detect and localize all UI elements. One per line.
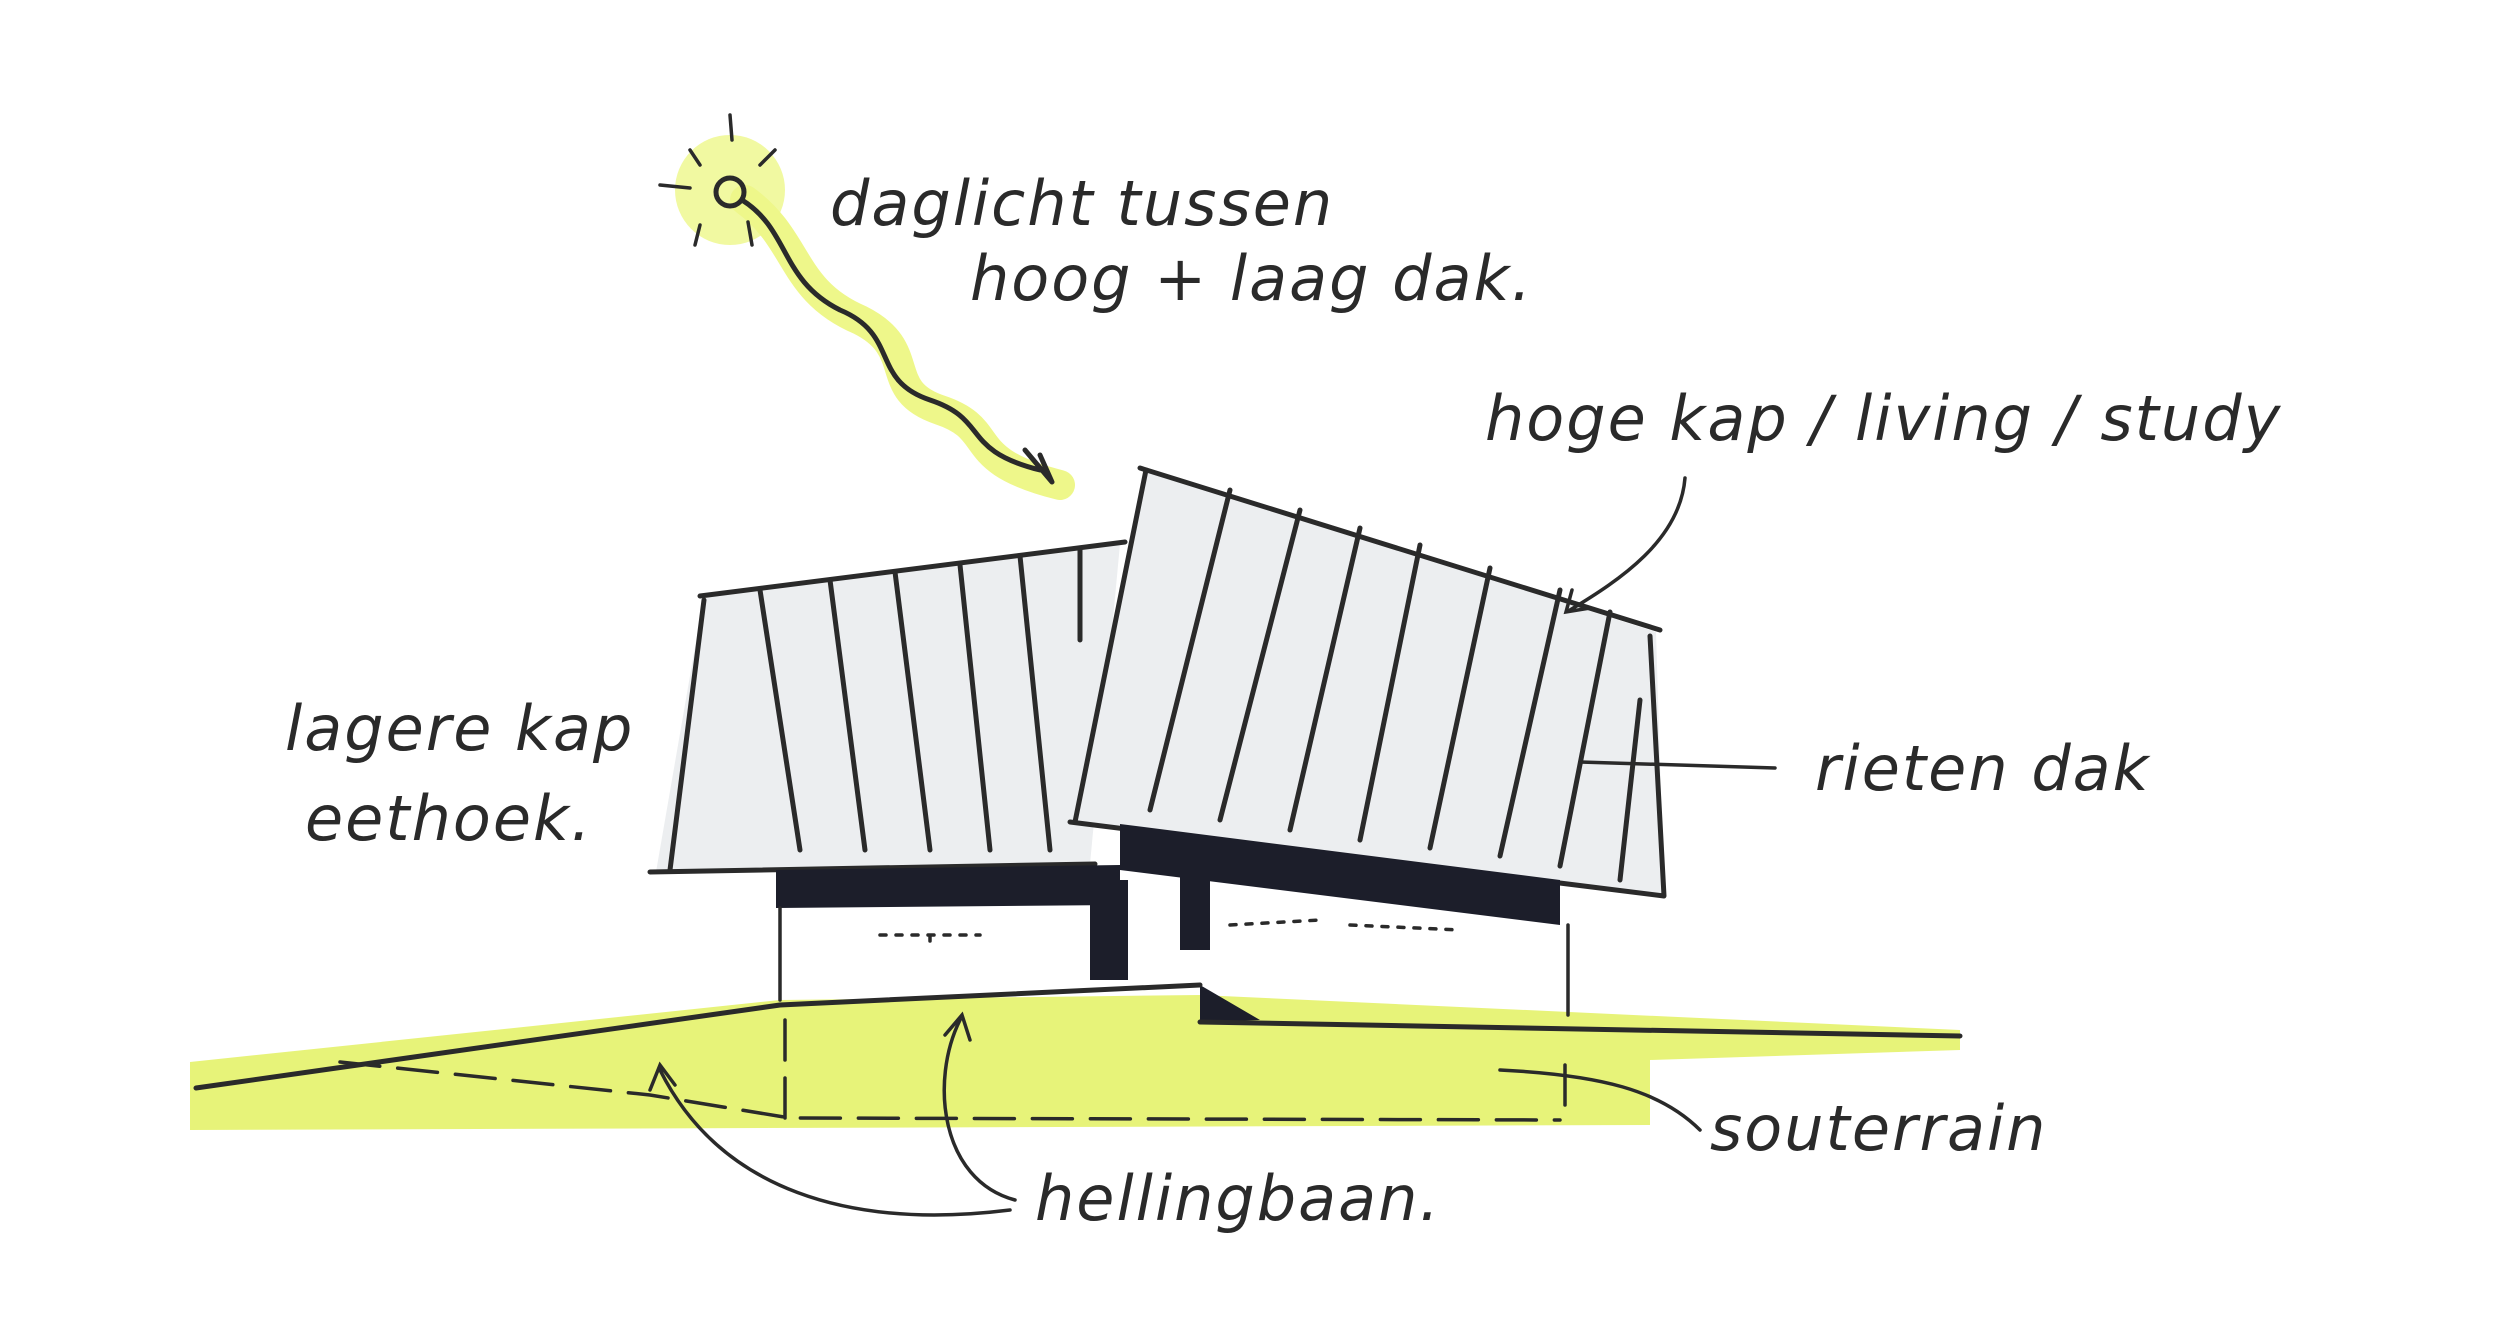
thatched-roof-leader [1578, 760, 1777, 770]
column [1090, 880, 1128, 980]
ramp-wedge [1200, 985, 1260, 1022]
ramp-label: hellingbaan. [1035, 1162, 1441, 1235]
thatched-roof-label: rieten dak [1815, 732, 2151, 805]
ground-highlight [190, 995, 1960, 1130]
basement-label: souterrain [1710, 1092, 2047, 1165]
daylight-label-line1: daglicht tussen [830, 167, 1334, 240]
lower-floor-beam [776, 865, 1120, 908]
low-roof-label-line2: eethoek. [305, 782, 593, 855]
low-roof-label-line1: lagere kap [285, 692, 634, 765]
high-roof [1067, 465, 1667, 899]
high-roof-label: hoge kap / living / study [1485, 382, 2282, 455]
high-roof-leader [1563, 476, 1687, 615]
sun-icon [658, 113, 777, 247]
column [1180, 860, 1210, 950]
lower-roof [647, 539, 1128, 875]
daylight-label-line2: hoog + laag dak. [970, 242, 1533, 315]
windows [878, 918, 1462, 952]
basement-leader [1498, 1068, 1702, 1132]
ground-line [193, 982, 1963, 1091]
daylight-ray-arrow [739, 197, 1055, 485]
wall-left [778, 906, 1570, 1017]
upper-floor-beam [1120, 824, 1560, 925]
ramp-leader [648, 1011, 1017, 1217]
